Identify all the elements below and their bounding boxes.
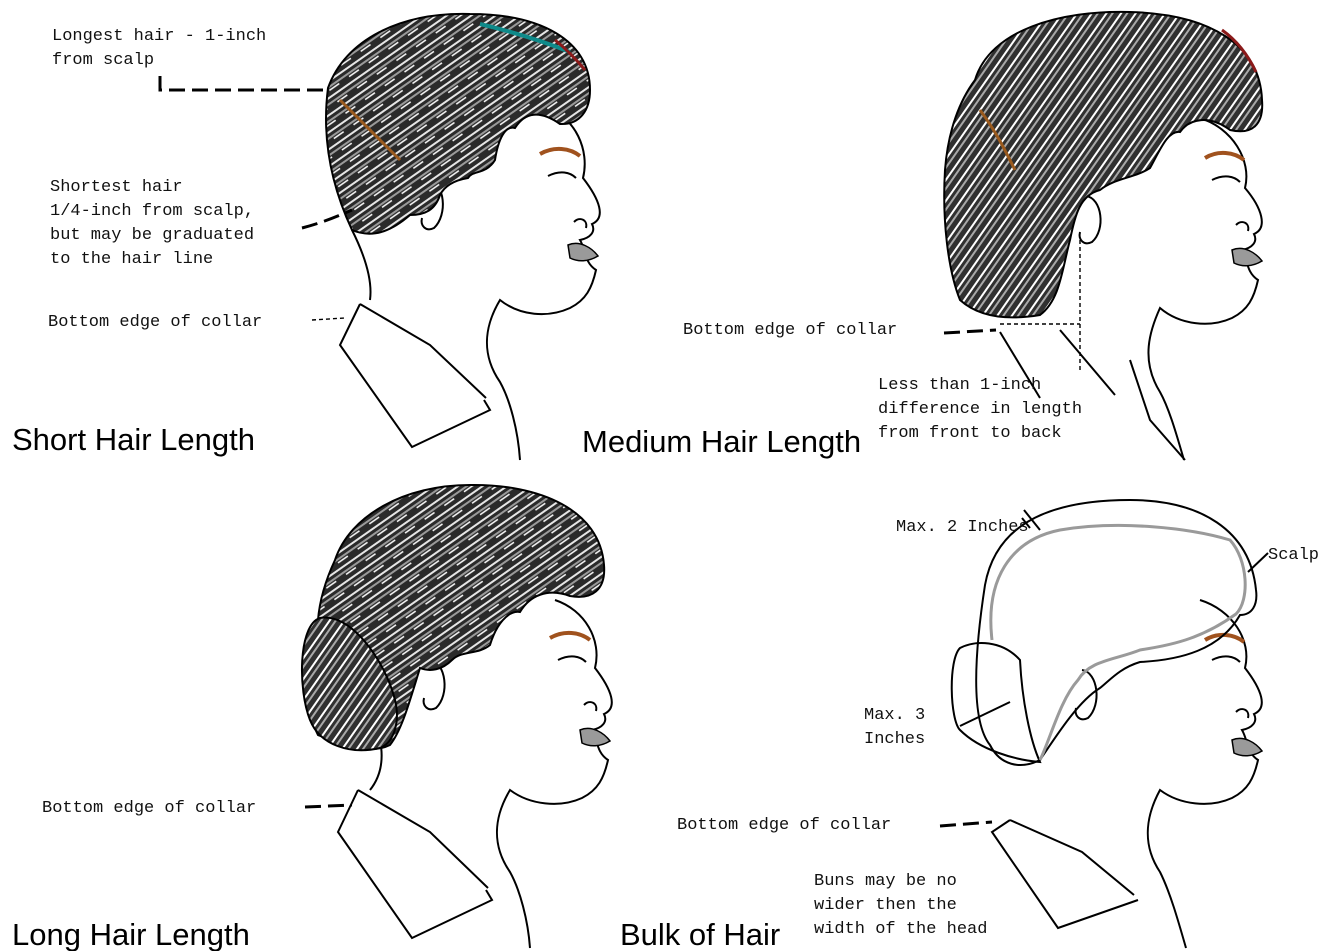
- collar-label: Bottom edge of collar: [677, 816, 891, 835]
- leader-line: [960, 702, 1010, 726]
- leader-line: [1248, 553, 1268, 572]
- leader-line: [944, 330, 996, 333]
- hair-bun-outline: [952, 643, 1040, 762]
- hair-bulk-outline: [976, 500, 1256, 765]
- panel-title: Long Hair Length: [12, 917, 250, 951]
- leader-line: [305, 805, 352, 807]
- buns-note-label: Buns may be no wider then the width of t…: [814, 872, 987, 939]
- hair-medium: [944, 12, 1262, 318]
- panel-bulk: Max. 2 Inches Scalp Max. 3 Inches Bottom…: [620, 500, 1319, 951]
- scalp-label: Scalp: [1268, 546, 1319, 565]
- panel-title: Short Hair Length: [12, 422, 255, 457]
- max-3-inches-label: Max. 3 Inches: [864, 706, 935, 749]
- collar-label: Bottom edge of collar: [42, 799, 256, 818]
- head-profile: [992, 600, 1262, 948]
- collar-label: Bottom edge of collar: [683, 321, 897, 340]
- max-2-inches-label: Max. 2 Inches: [896, 518, 1029, 537]
- panel-long: Bottom edge of collar Long Hair Length: [12, 485, 612, 951]
- leader-line: [940, 822, 992, 826]
- panel-medium: Bottom edge of collar Less than 1-inch d…: [582, 12, 1262, 460]
- panel-title: Bulk of Hair: [620, 917, 780, 951]
- longest-hair-label: Longest hair - 1-inch from scalp: [52, 27, 276, 70]
- leader-line: [312, 318, 345, 320]
- shortest-hair-label: Shortest hair 1/4-inch from scalp, but m…: [50, 178, 264, 269]
- difference-label: Less than 1-inch difference in length fr…: [878, 376, 1092, 443]
- panel-title: Medium Hair Length: [582, 424, 861, 459]
- collar-label: Bottom edge of collar: [48, 313, 262, 332]
- leader-line: [160, 76, 330, 90]
- panel-short: Longest hair - 1-inch from scalp Shortes…: [12, 14, 600, 460]
